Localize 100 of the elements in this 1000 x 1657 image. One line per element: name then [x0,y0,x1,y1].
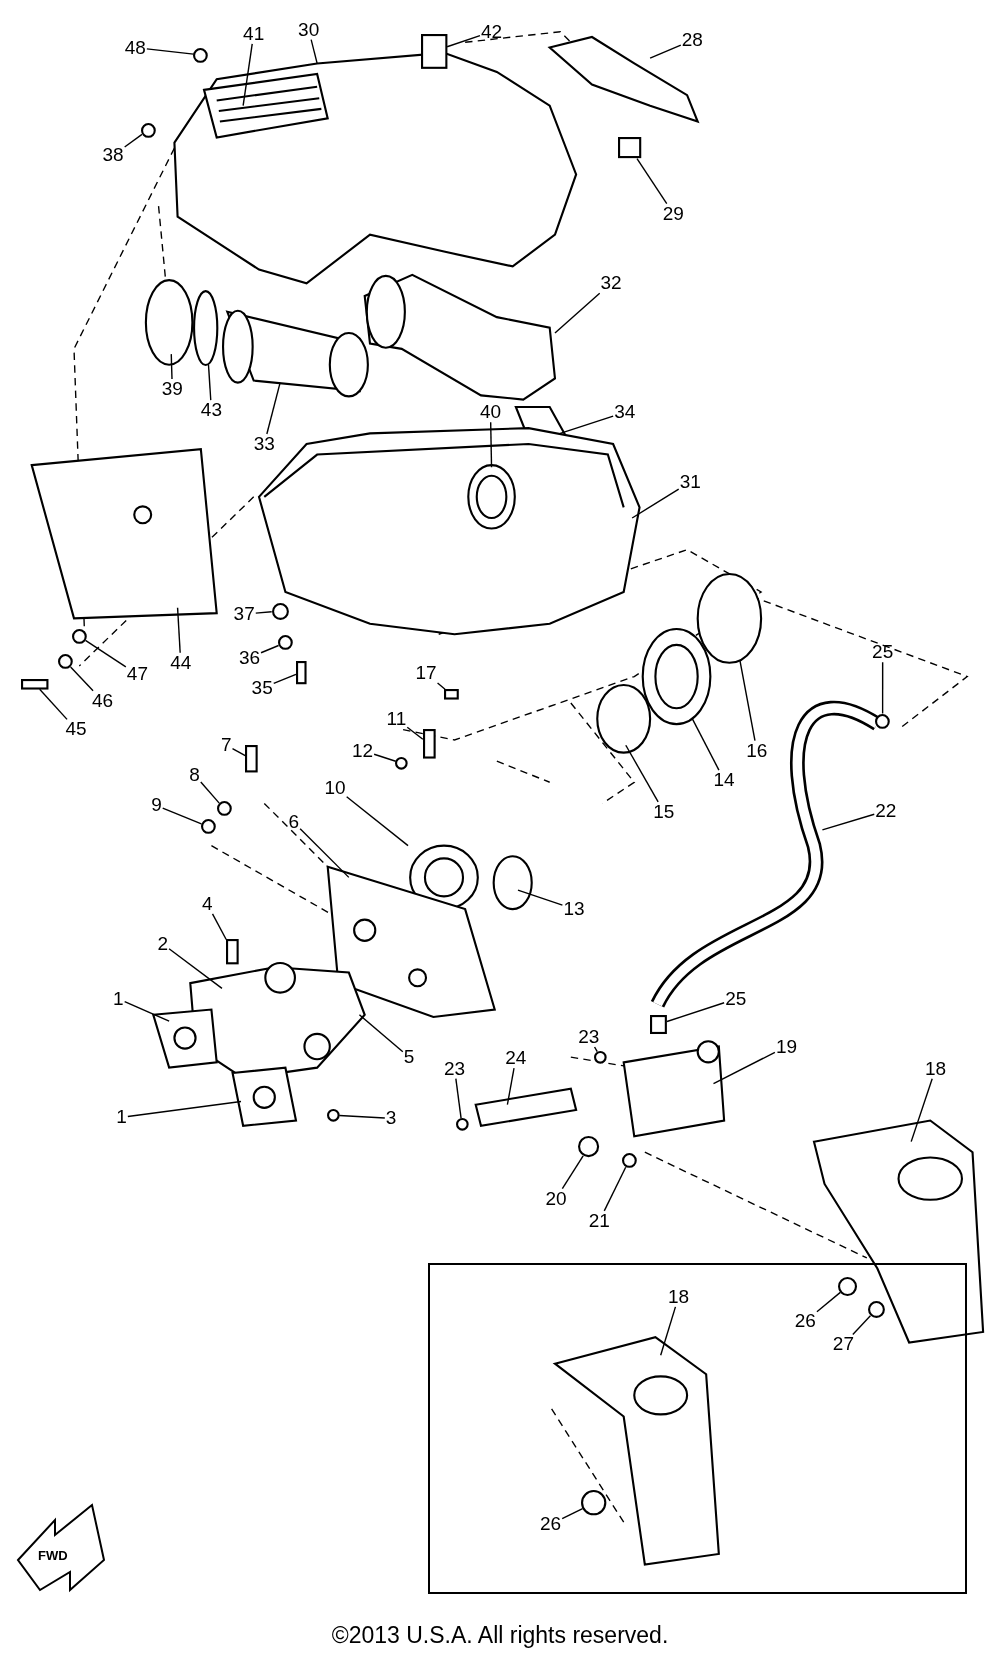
callout-number: 37 [232,604,256,625]
leader-line [506,1067,515,1106]
nut-drawing [875,713,891,729]
bolt-drawing [420,33,448,69]
bolt-drawing [422,729,436,759]
nut-drawing [200,819,216,835]
direction-label: FWD [38,1548,68,1563]
leader-line [561,1507,584,1520]
nut-drawing [581,1490,607,1516]
leader-line [170,353,173,380]
callout-number: 41 [242,23,266,44]
bolt-drawing [245,745,258,773]
leader-line [739,659,756,742]
nut-drawing [193,47,209,63]
leader-line [69,666,94,692]
callout-number: 46 [90,690,115,711]
callout-number: 18 [923,1058,948,1079]
bolt-drawing [21,678,49,690]
callout-number: 27 [831,1334,855,1355]
nut-drawing [271,602,289,620]
callout-number: 23 [577,1027,601,1047]
leader-line [910,1078,933,1143]
callout-number: 25 [871,642,895,663]
leader-line [517,889,564,906]
leader-line [712,1051,776,1085]
copyright-notice: ©2013 U.S.A. All rights reserved. [331,1622,669,1649]
leader-line [273,673,297,685]
callout-number: 24 [504,1048,528,1069]
leader-line [446,34,481,48]
inset-frame [428,1263,968,1595]
callout-number: 48 [123,37,147,58]
callout-number: 45 [64,719,88,740]
callout-number: 30 [297,19,321,40]
leader-line [338,1114,386,1119]
callout-number: 14 [712,770,736,791]
callout-number: 32 [599,273,623,294]
callout-number: 1 [112,988,125,1009]
nut-drawing [867,1301,885,1319]
callout-number: 2 [156,933,170,954]
leader-line [631,488,680,519]
bolt-drawing [650,1014,667,1034]
bolt-drawing [443,689,459,700]
callout-number: 23 [442,1058,467,1079]
callout-number: 13 [562,899,586,920]
callout-number: 17 [414,663,438,684]
callout-number: 8 [188,764,201,785]
leader-line [593,1046,598,1053]
callout-number: 7 [219,735,233,756]
callout-number: 39 [160,379,184,399]
nut-drawing [278,635,293,651]
leader-line [436,682,446,690]
leader-line [821,813,875,831]
leader-line [666,1002,725,1023]
nut-drawing [216,801,232,817]
callout-number: 26 [539,1514,563,1535]
callout-number: 22 [874,800,898,821]
callout-number: 16 [745,740,769,761]
nut-drawing [621,1153,637,1169]
bolt-drawing [618,137,642,159]
nut-drawing [594,1050,607,1064]
leader-line [659,1306,677,1356]
leader-line [310,38,318,65]
leader-line [146,48,195,55]
nut-drawing [838,1276,858,1296]
leader-line [345,796,409,847]
callout-number: 33 [252,433,276,454]
callout-number: 40 [478,402,503,423]
callout-number: 38 [101,145,125,166]
callout-number: 43 [199,400,223,421]
ring-drawing [193,289,219,366]
nut-drawing [58,654,73,670]
leader-line [176,607,181,654]
leader-line [124,1001,170,1022]
leader-line [691,718,720,771]
leader-line [84,639,127,668]
callout-number: 21 [587,1210,611,1231]
leader-line [881,661,884,715]
nut-drawing [455,1118,469,1132]
leader-line [455,1078,462,1120]
nut-drawing [395,756,408,770]
leader-line [255,611,273,614]
leader-line [211,913,227,941]
bolt-drawing [226,938,239,965]
leader-line [200,781,220,804]
leader-line [231,747,246,757]
leader-line [636,157,668,205]
leader-line [373,753,397,762]
callout-number: 12 [351,740,375,761]
callout-number: 28 [680,30,704,51]
callout-number: 35 [250,678,274,699]
callout-number: 10 [323,777,347,798]
leader-line [260,644,280,654]
leader-line [490,421,493,468]
callout-number: 5 [402,1047,416,1068]
bolt-drawing [295,660,307,684]
leader-line [358,1014,404,1053]
callout-number: 11 [385,708,408,729]
leader-line [603,1166,627,1212]
callout-number: 20 [544,1188,568,1209]
callout-number: 26 [793,1311,817,1332]
